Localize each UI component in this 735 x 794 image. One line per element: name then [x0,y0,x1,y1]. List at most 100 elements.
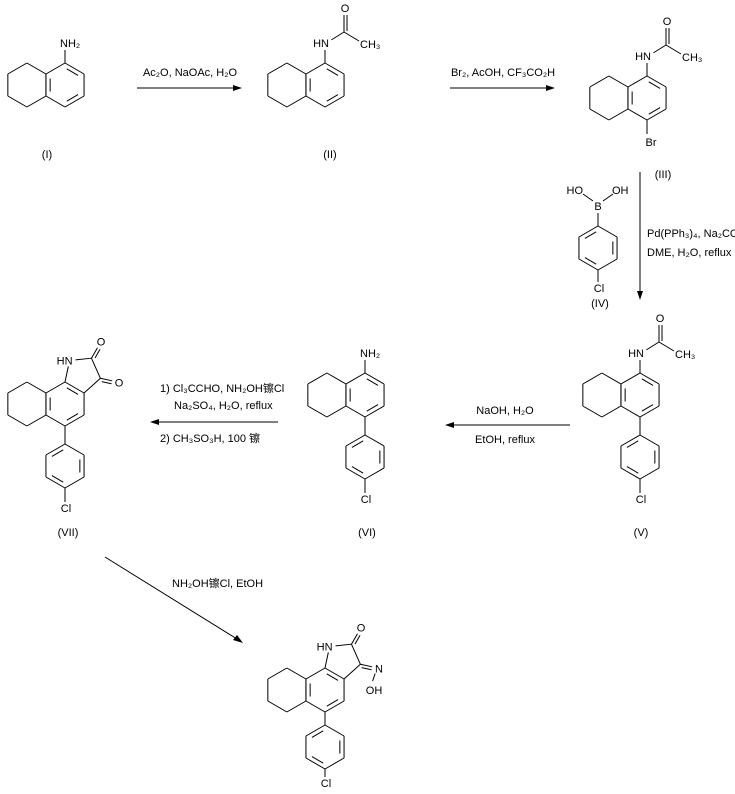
bond [639,434,660,447]
bond [351,643,361,665]
bond [326,405,347,418]
bond [620,372,641,385]
reagents-step6: NH₂OH镲Cl, EtOH [172,576,263,590]
nitrogen-label: N [375,663,383,675]
double-bond [326,68,339,76]
reagents-step5-line2: Na₂SO₄, H₂O, reflux [174,400,273,412]
reagents-step5-line3: 2) CH₃SO₃H, 100 镲 [160,431,260,445]
double-bond [626,440,639,448]
bond [582,193,594,202]
double-bond [66,413,79,421]
nh-label: HN [635,51,651,63]
bond [627,108,648,121]
bond [364,372,385,385]
bond [639,372,660,385]
bond [331,31,345,41]
bond [589,75,610,88]
double-bond [351,466,364,474]
bond [646,341,660,351]
bond [64,414,85,427]
bond [343,663,361,680]
bond [305,95,326,108]
double-bond [361,667,372,671]
bond [286,700,307,713]
bond [326,372,347,385]
double-bond [366,378,379,386]
bond [267,700,288,713]
double-bond [641,378,654,386]
bond [7,381,28,394]
bond [589,108,610,121]
nh-label: HN [628,348,644,360]
bond [45,476,66,489]
reagents-step4-line2: EtOH, reflux [475,434,535,446]
compound-label-III: (III) [655,169,672,181]
oxygen-label: O [115,377,124,389]
bond [267,95,288,108]
bond [608,108,629,121]
bond [286,62,307,75]
bond [364,405,385,418]
double-bond [311,730,324,738]
bond [305,700,326,713]
bond [324,62,345,75]
bond [639,405,660,418]
compound-label-IV: (IV) [591,298,609,310]
bond [305,62,326,75]
bond [45,95,66,108]
bond [64,62,85,75]
bond [45,381,66,394]
bond [602,193,614,202]
double-bond [51,475,64,483]
bond [620,467,641,480]
bond [305,724,326,737]
bond [582,405,603,418]
arrow-step1: Ac₂O, NaOAc, H₂O [137,67,242,91]
arrow-step4: NaOH, H₂O EtOH, reflux [445,405,570,446]
hydroxyl-label: OH [366,685,383,697]
double-bond [51,449,64,457]
bond [601,372,622,385]
oxygen-label: O [656,313,665,325]
bond [324,95,345,108]
bond [345,467,366,480]
chlorine-label: Cl [61,503,71,515]
bond [597,258,618,271]
bond [343,31,360,42]
double-bond [101,381,112,385]
bond [45,62,66,75]
bond [665,44,682,55]
bond [45,443,66,456]
bond [601,405,622,418]
bond [345,434,366,447]
compound-label-II: (II) [323,149,336,161]
arrow-step5: 1) Cl₃CCHO, NH₂OH镲Cl Na₂SO₄, H₂O, reflux… [150,381,284,445]
nh-label: HN [57,355,73,367]
double-bond [94,349,101,359]
bond [324,757,345,770]
oxygen-label: O [97,337,106,349]
oxygen-label: O [341,3,350,15]
bond [307,372,328,385]
chlorine-label: Cl [636,494,646,506]
double-bond [66,68,79,76]
double-bond [66,94,79,102]
double-bond [648,107,661,115]
bond [64,95,85,108]
bond [597,225,618,238]
oxygen-label: O [357,623,366,635]
bond [83,377,101,394]
bond [324,652,329,669]
chlorine-label: Cl [321,778,331,790]
chlorine-label: Cl [594,283,604,295]
double-bond [641,404,654,412]
double-bond [584,231,597,239]
bond [91,347,98,359]
bond [364,467,385,480]
bond [100,377,113,382]
